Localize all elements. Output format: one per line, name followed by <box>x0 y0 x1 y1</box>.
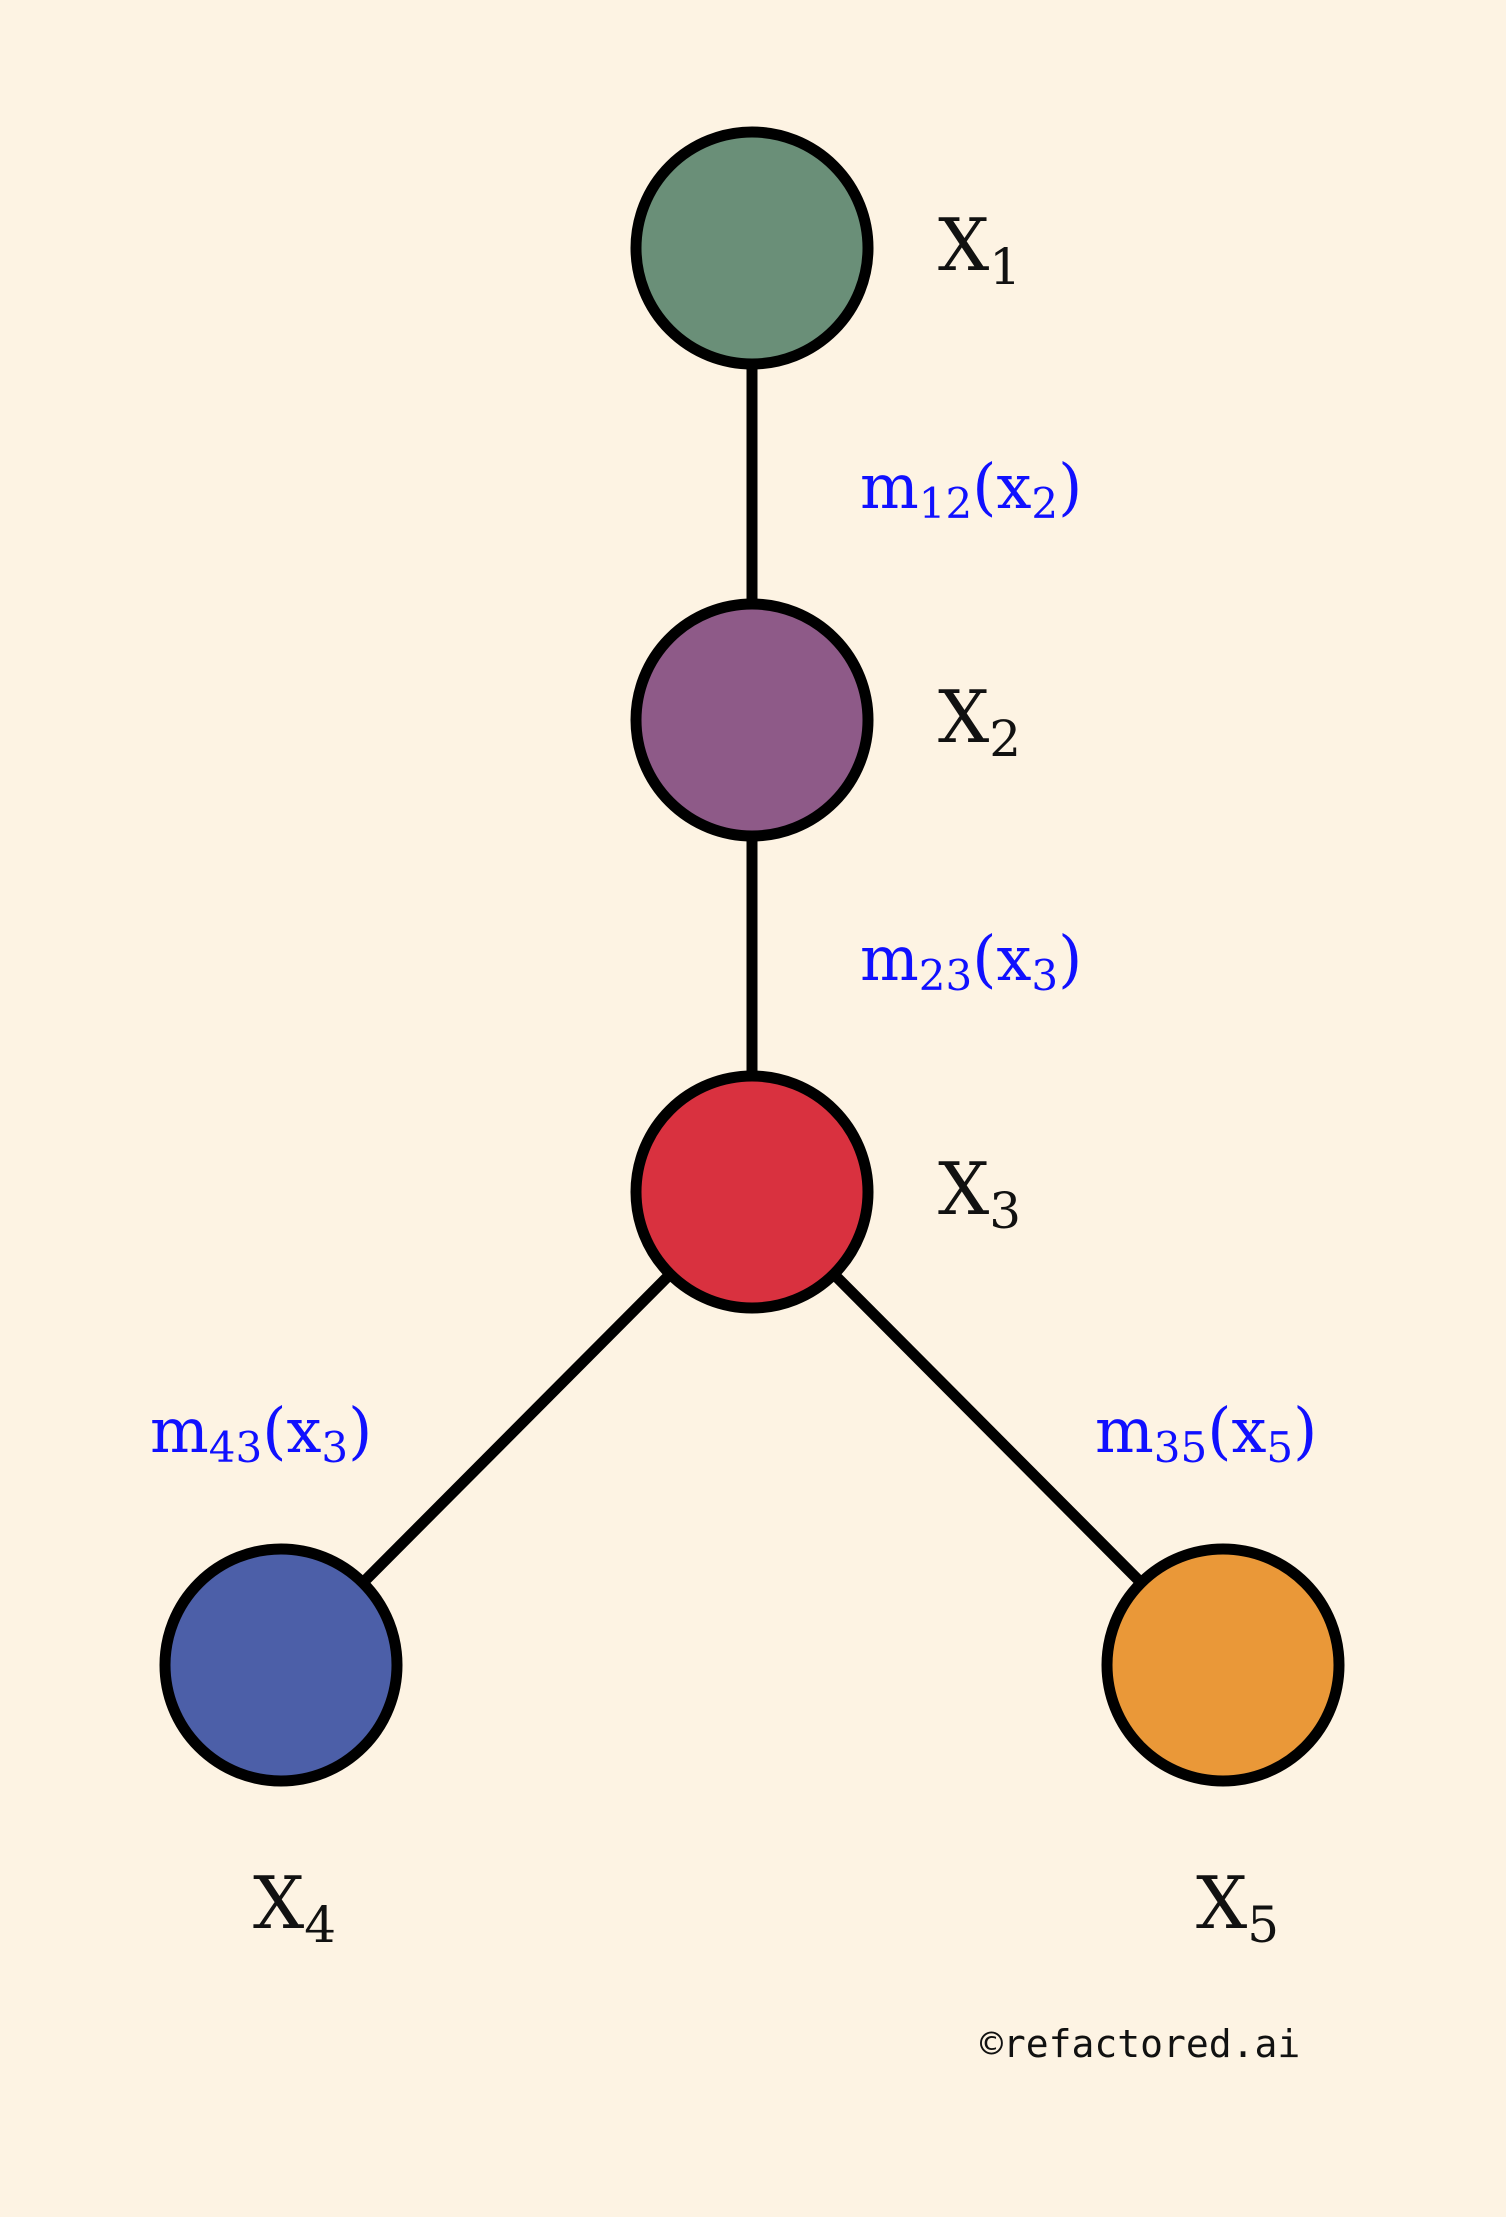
node-label-x4: X4 <box>253 1861 336 1954</box>
copyright-text: ©refactored.ai <box>980 2022 1300 2066</box>
message-label-m35: m35(x5) <box>1095 1394 1317 1472</box>
node-label-x5: X5 <box>1196 1861 1279 1954</box>
node-x1 <box>630 126 874 370</box>
node-x4 <box>159 1543 403 1787</box>
node-label-x1: X1 <box>938 203 1021 296</box>
node-label-x3: X3 <box>938 1147 1021 1240</box>
message-label-m43: m43(x3) <box>150 1394 372 1472</box>
node-x3 <box>630 1070 874 1314</box>
node-label-x2: X2 <box>938 675 1021 768</box>
node-x2 <box>630 598 874 842</box>
message-label-m12: m12(x2) <box>860 450 1082 528</box>
node-x5 <box>1101 1543 1345 1787</box>
message-label-m23: m23(x3) <box>860 922 1082 1000</box>
